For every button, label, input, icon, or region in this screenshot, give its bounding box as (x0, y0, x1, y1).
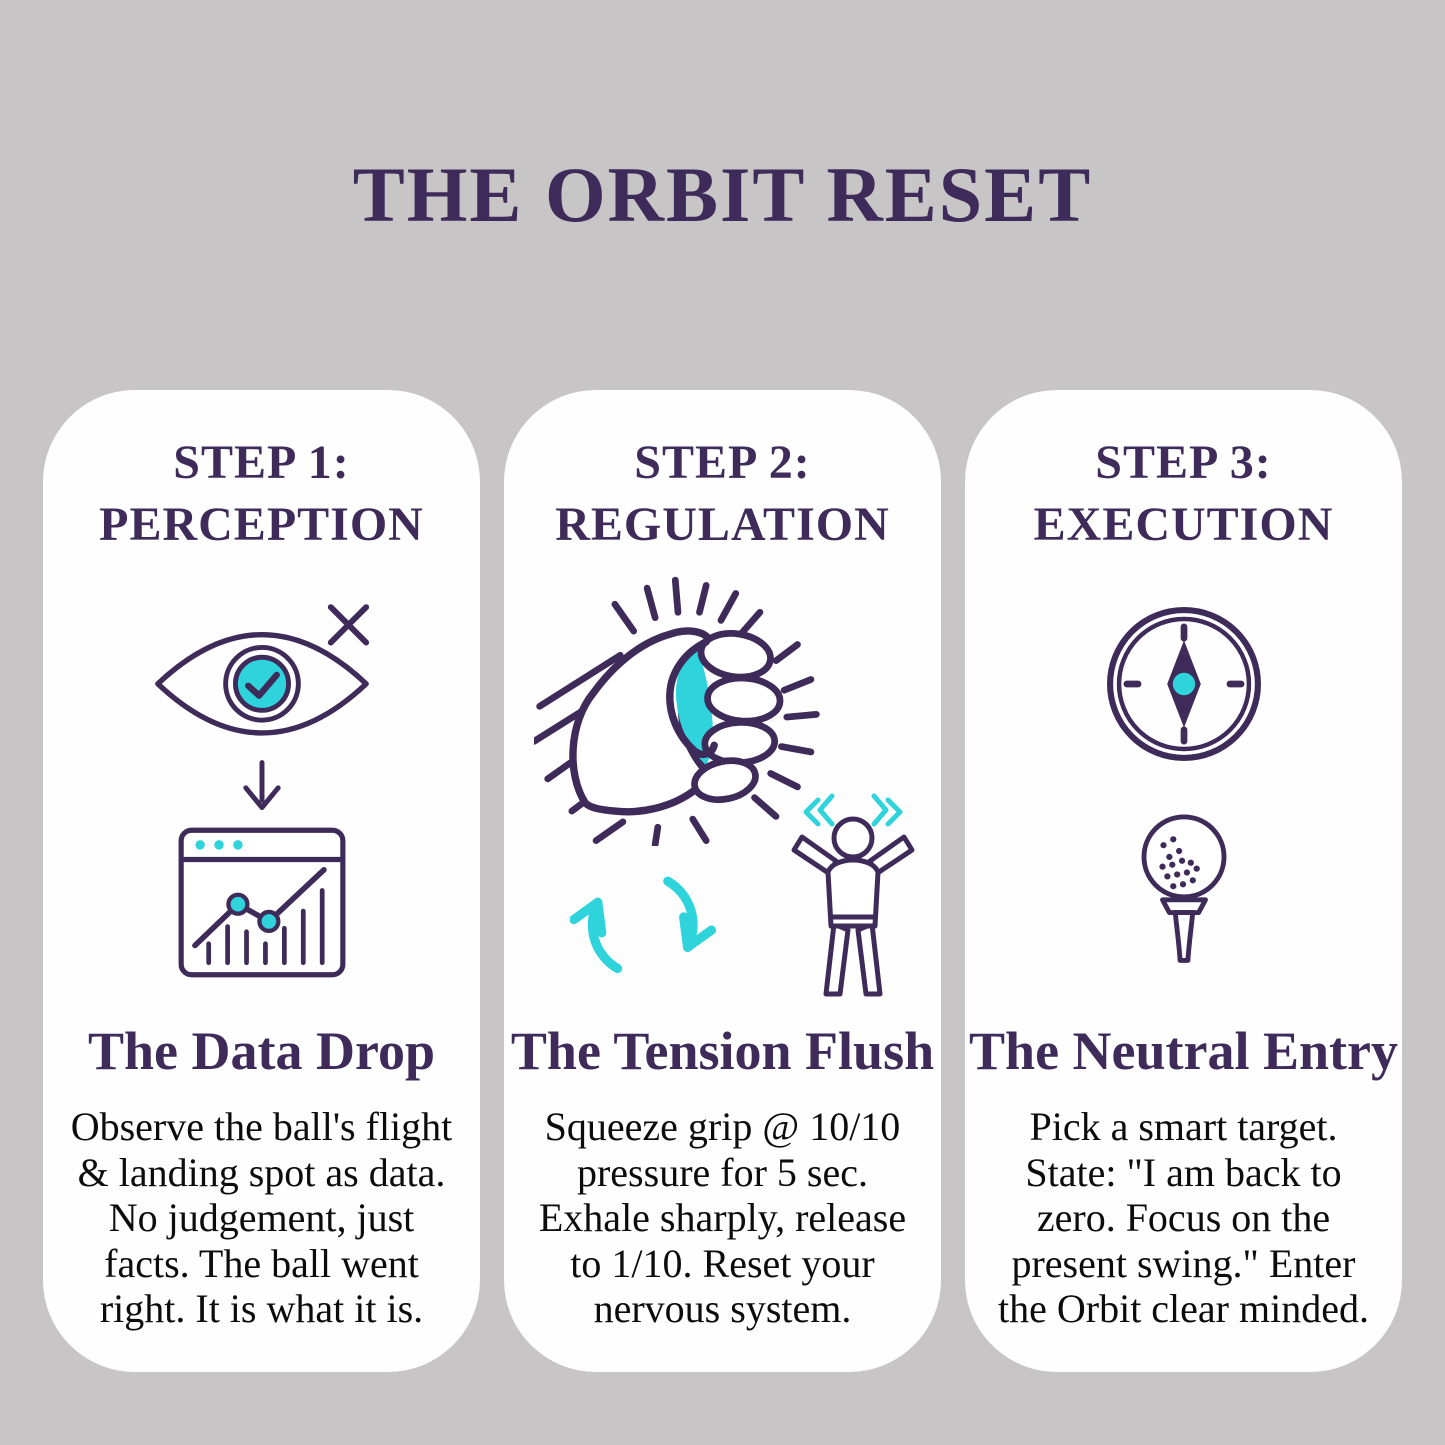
compass-icon (1106, 607, 1261, 762)
card-body: Observe the ball's flight & landing spot… (70, 1104, 453, 1332)
analytics-window-icon (178, 827, 345, 978)
step-card-execution: STEP 3: EXECUTION (965, 390, 1402, 1372)
regulation-icon-canvas (518, 566, 928, 1011)
golf-ball-dimples (1158, 836, 1200, 890)
step-card-regulation: STEP 2: REGULATION (504, 390, 941, 1372)
step-card-perception: STEP 1: PERCEPTION (43, 390, 480, 1372)
step-heading: STEP 1: PERCEPTION (99, 432, 424, 557)
card-title: The Tension Flush (510, 1020, 935, 1081)
card-body: Squeeze grip @ 10/10 pressure for 5 sec.… (538, 1104, 907, 1332)
eye-check-icon (154, 604, 369, 736)
execution-icon-stack (1100, 600, 1268, 976)
icon-area-execution (978, 557, 1389, 1020)
icon-area-perception (56, 557, 467, 1020)
squeeze-fist-icon (533, 576, 820, 846)
page-title: THE ORBIT RESET (352, 151, 1093, 238)
steps-row: STEP 1: PERCEPTION (43, 390, 1402, 1372)
golf-ball-tee-icon (1141, 814, 1226, 964)
down-arrow-icon (242, 759, 281, 810)
card-title: The Data Drop (87, 1020, 436, 1081)
step-number: STEP 3: (1095, 436, 1272, 489)
card-body: Pick a smart target. State: "I am back t… (998, 1104, 1369, 1332)
step-heading: STEP 3: EXECUTION (1034, 432, 1334, 557)
step-name: PERCEPTION (99, 498, 424, 552)
icon-area-regulation (517, 557, 928, 1020)
step-heading: STEP 2: REGULATION (555, 432, 890, 557)
perception-icon-stack (148, 597, 376, 980)
cycle-arrows-icon (569, 876, 716, 973)
step-name: REGULATION (555, 498, 890, 552)
step-name: EXECUTION (1033, 498, 1334, 552)
step-number: STEP 1: (173, 436, 350, 489)
step-number: STEP 2: (634, 436, 811, 489)
shrug-person-icon (791, 793, 914, 997)
card-title: The Neutral Entry (969, 1020, 1398, 1081)
